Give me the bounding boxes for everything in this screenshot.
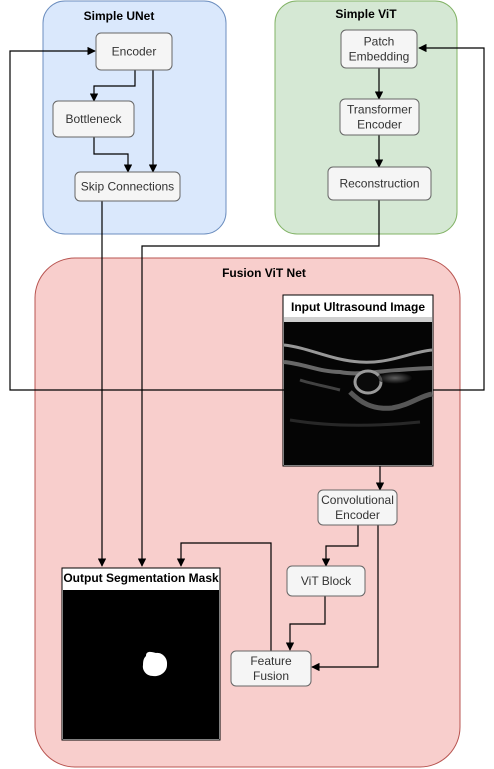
feature-fusion-label: Feature — [250, 654, 292, 668]
input-image-title: Input Ultrasound Image — [291, 300, 425, 314]
edge-conv-to-fusion — [311, 525, 379, 672]
edges — [9, 43, 485, 672]
conv-encoder-label: Encoder — [335, 508, 380, 522]
ultrasound-image — [283, 317, 433, 465]
fusion-group-title: Fusion ViT Net — [222, 266, 306, 280]
encoder-label: Encoder — [112, 45, 157, 59]
patch-label: Patch — [364, 35, 395, 49]
edge-conv-to-vit-block — [321, 525, 359, 567]
edge-input-to-unet-encoder — [9, 46, 284, 391]
skip-label: Skip Connections — [81, 180, 174, 194]
transformer-label: Transformer — [347, 103, 412, 117]
vit-group-title: Simple ViT — [335, 7, 397, 21]
edge-vit-block-to-fusion — [285, 596, 326, 651]
feature-fusion-label: Fusion — [253, 669, 289, 683]
edge-fusion-to-mask — [176, 542, 272, 651]
vit-block-label: ViT Block — [301, 574, 352, 588]
output-mask-panel: Output Segmentation Mask — [61, 567, 221, 741]
reconstruction-label: Reconstruction — [339, 177, 419, 191]
patch-label: Embedding — [349, 50, 410, 64]
transformer-label: Encoder — [357, 118, 402, 132]
edge-bottleneck-to-skip — [93, 137, 133, 173]
bottleneck-label: Bottleneck — [65, 112, 122, 126]
conv-encoder-label: Convolutional — [321, 493, 394, 507]
skip-node: Skip Connections — [74, 171, 181, 202]
edge-encoder-to-bottleneck — [89, 70, 136, 102]
encoder-node: Encoder — [95, 32, 173, 71]
edge-input-to-patch-embedding — [418, 43, 485, 391]
unet-group-title: Simple UNet — [84, 9, 155, 23]
segmentation-mask-image — [63, 590, 219, 739]
input-ultrasound-panel: Input Ultrasound Image — [282, 294, 434, 467]
edge-reconstruction-to-mask — [137, 200, 380, 567]
bottleneck-node: Bottleneck — [52, 100, 135, 138]
output-mask-title: Output Segmentation Mask — [63, 571, 219, 585]
vit-block-node: ViT Block — [286, 565, 366, 597]
reconstruction-node: Reconstruction — [327, 166, 432, 201]
